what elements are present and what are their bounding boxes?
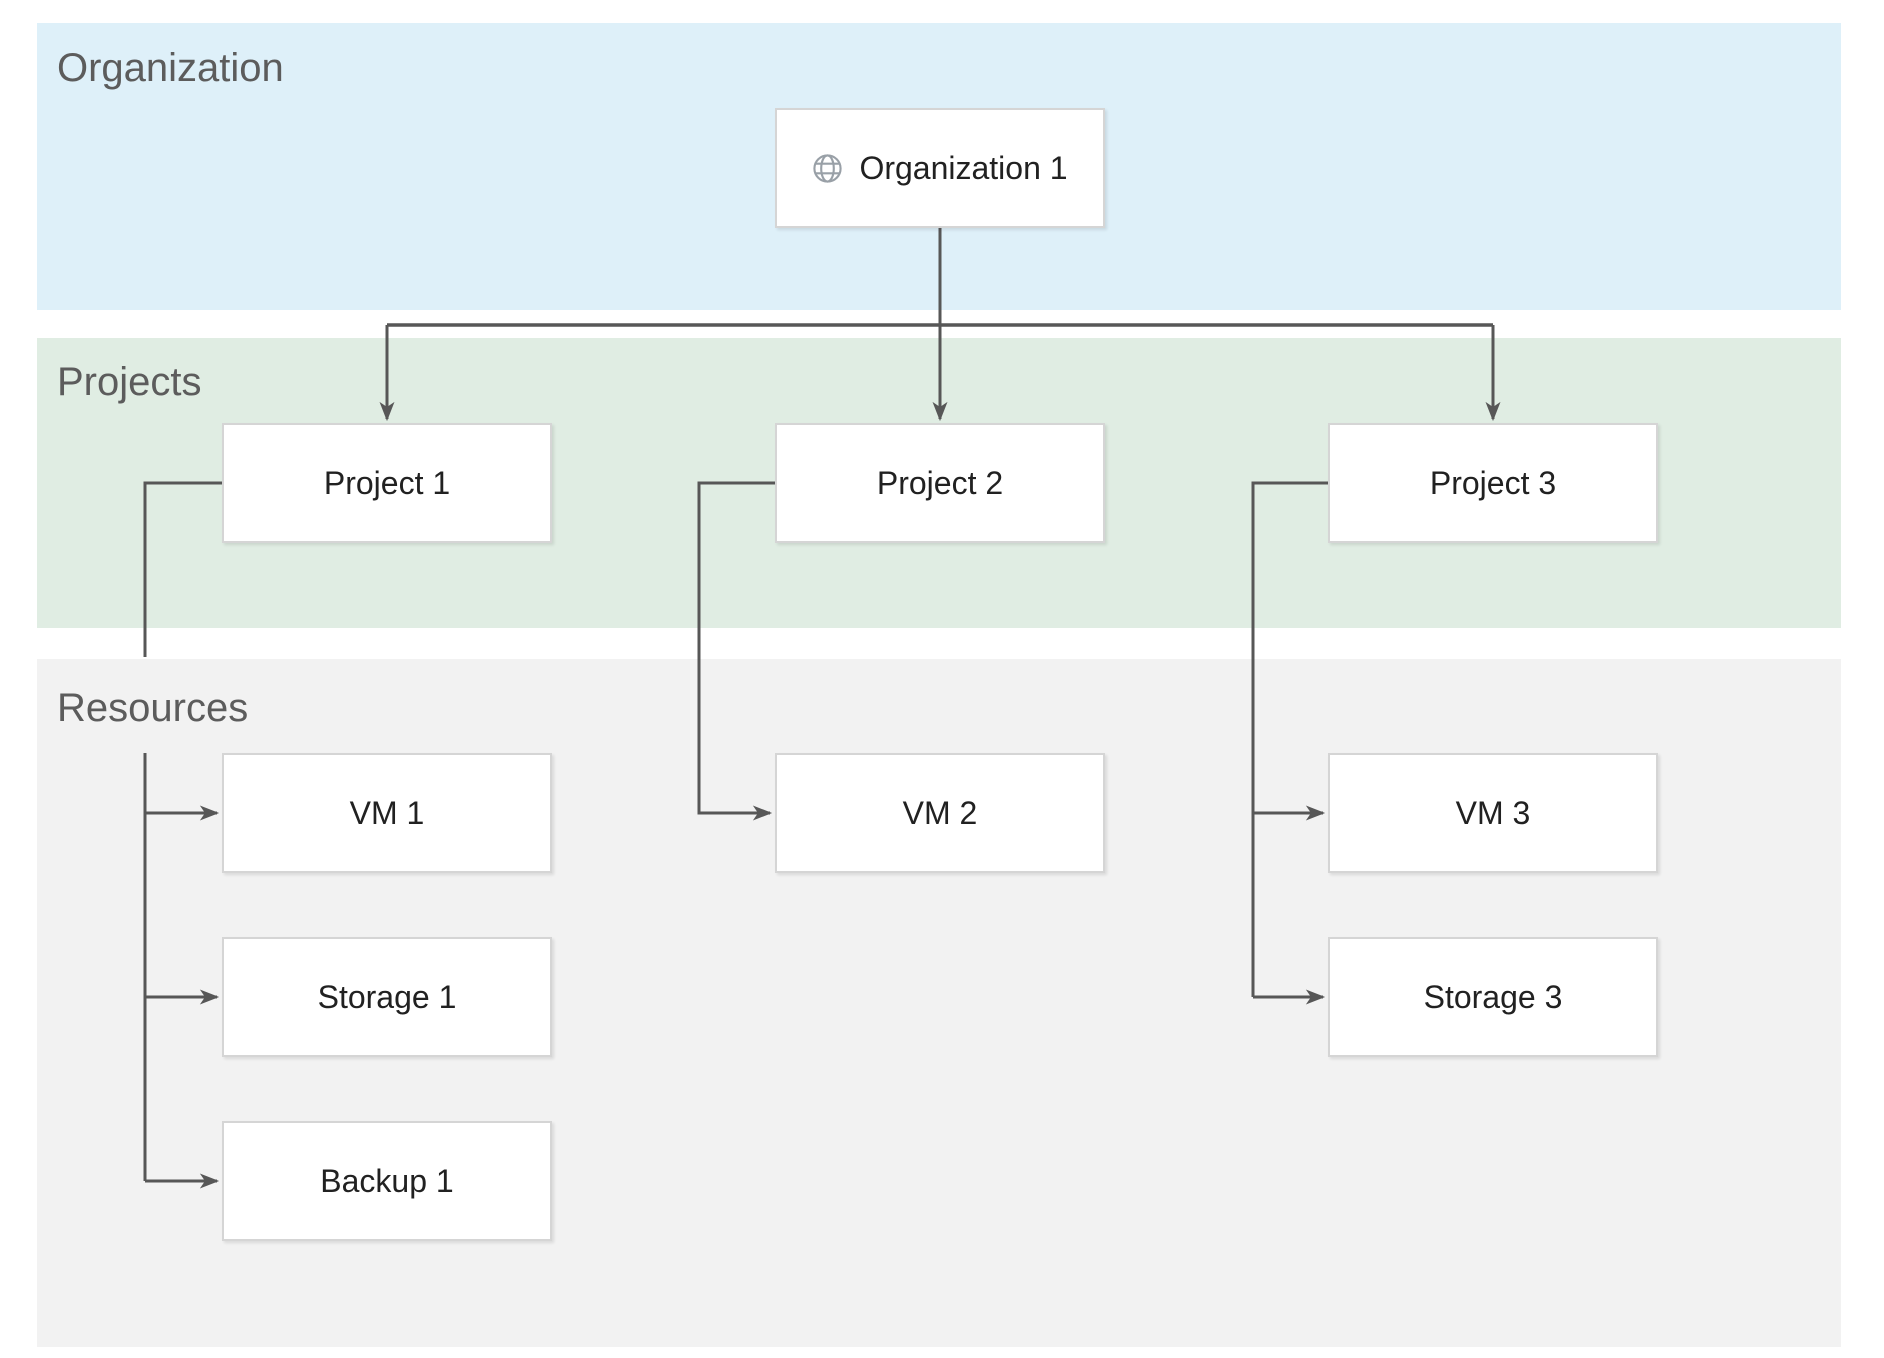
node-label: Project 1 [323,464,451,501]
band-label-projects: Projects [57,360,202,404]
node-backup-1: Backup 1 [222,1121,552,1241]
node-label: Project 2 [876,464,1004,501]
node-label: Storage 1 [317,978,457,1015]
node-label: Backup 1 [320,1162,454,1199]
node-label: VM 3 [1455,794,1531,831]
node-vm-3: VM 3 [1328,753,1658,873]
node-storage-3: Storage 3 [1328,937,1658,1057]
node-label: VM 2 [902,794,978,831]
node-label: Storage 3 [1423,978,1563,1015]
node-label: Organization 1 [859,149,1068,186]
node-project-1: Project 1 [222,423,552,543]
globe-icon [812,153,843,184]
node-project-3: Project 3 [1328,423,1658,543]
node-storage-1: Storage 1 [222,937,552,1057]
node-project-2: Project 2 [775,423,1105,543]
node-vm-2: VM 2 [775,753,1105,873]
band-label-resources: Resources [57,686,249,730]
node-label: VM 1 [349,794,425,831]
band-label-organization: Organization [57,46,284,90]
node-organization-1: Organization 1 [775,108,1105,228]
node-vm-1: VM 1 [222,753,552,873]
node-label: Project 3 [1429,464,1557,501]
